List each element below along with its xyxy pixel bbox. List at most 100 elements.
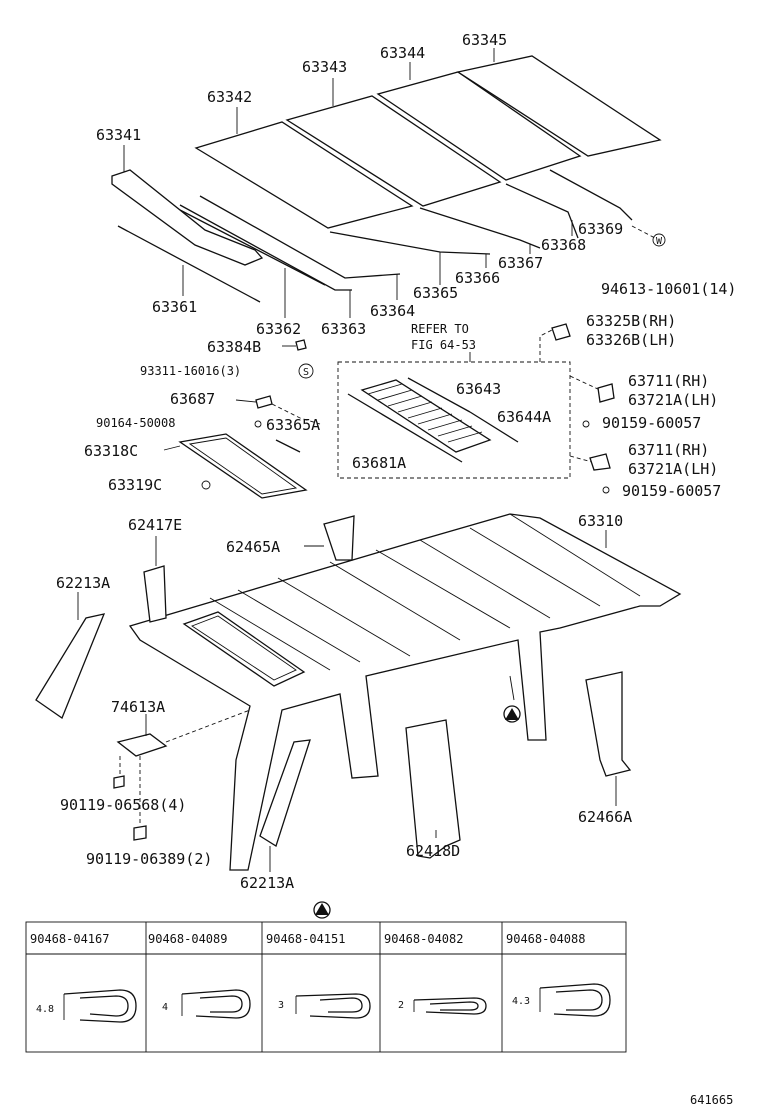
rail-63367 [419, 207, 541, 249]
pillar-62465a [323, 515, 355, 561]
bolt-90119a [113, 775, 125, 789]
pillar-62417e [143, 565, 167, 623]
label-74613a: 74613A [111, 698, 165, 716]
label-63365: 63365 [413, 284, 458, 302]
clip-table-marker [315, 903, 329, 915]
leader-63711-upper [569, 375, 601, 391]
label-62417e: 62417E [128, 516, 182, 534]
clip-part-4: 90468-04082 [384, 932, 463, 946]
clip-size-3: 3 [278, 1000, 284, 1011]
label-63345: 63345 [462, 31, 507, 49]
label-63687: 63687 [170, 390, 215, 408]
leader-63711-lower [569, 455, 593, 463]
shade-rail-lower [347, 393, 463, 463]
sunroof-shade-63681a [347, 377, 519, 463]
label-63363: 63363 [321, 320, 366, 338]
clip-size-2: 4 [162, 1002, 168, 1013]
label-63341: 63341 [96, 126, 141, 144]
label-93311: 93311-16016(3) [140, 364, 241, 378]
label-90159-upper: 90159-60057 [602, 414, 701, 432]
headliner-63310 [128, 513, 682, 871]
clip-size-5: 4.3 [512, 996, 530, 1007]
screw-90159-upper [582, 420, 590, 428]
roof-panel-group: W [111, 55, 666, 303]
leader-94613 [631, 225, 656, 239]
panel-62418d [405, 719, 461, 859]
label-63644a: 63644A [497, 408, 551, 426]
label-62213a-bottom: 62213A [240, 874, 294, 892]
rail-63368 [505, 183, 579, 239]
clip-w-marker-label: W [656, 236, 663, 247]
roof-panel-63344 [376, 71, 582, 181]
headliner-body [128, 513, 682, 871]
label-63721a-lower: 63721A(LH) [628, 460, 718, 478]
clip-marker-mid [503, 705, 521, 723]
pillar-62466a [585, 671, 632, 777]
weatherstrip-inner [188, 437, 298, 495]
screw-s-marker [298, 363, 314, 379]
weatherstrip-63318c [178, 433, 308, 499]
screw-s-marker-label: S [303, 367, 309, 378]
label-63721a-upper: 63721A(LH) [628, 391, 718, 409]
clip-part-3: 90468-04151 [266, 932, 345, 946]
leader-63318c [163, 445, 181, 451]
label-63318c: 63318C [84, 442, 138, 460]
shade-slats [367, 383, 483, 443]
label-90159-lower: 90159-60057 [622, 482, 721, 500]
label-63681a: 63681A [352, 454, 406, 472]
bolt-90119b [133, 825, 147, 841]
clip-table-marker-ring [313, 901, 331, 919]
figure-id: 641665 [690, 1093, 733, 1107]
screw-90164 [254, 420, 262, 428]
label-63711-lower: 63711(RH) [628, 441, 709, 459]
label-63369: 63369 [578, 220, 623, 238]
label-63319c: 63319C [108, 476, 162, 494]
refer-fig-label: FIG 64-53 [411, 338, 476, 352]
label-94613: 94613-10601(14) [601, 280, 736, 298]
label-90119b: 90119-06389(2) [86, 850, 212, 868]
clip-shape-5: 4.3 [512, 983, 611, 1017]
sunroof-assembly-box [337, 361, 571, 479]
label-63326b: 63326B(LH) [586, 331, 676, 349]
label-63342: 63342 [207, 88, 252, 106]
leader-63687 [235, 399, 257, 403]
trim-62213a-top [35, 613, 106, 719]
rail-63365 [199, 195, 401, 279]
label-63310: 63310 [578, 512, 623, 530]
clip-part-1: 90468-04167 [30, 932, 109, 946]
label-63364: 63364 [370, 302, 415, 320]
clip-shape-3: 3 [278, 993, 371, 1019]
trim-63341 [111, 169, 264, 266]
roof-panel-63343 [285, 95, 502, 207]
bracket-63711-upper [597, 383, 615, 403]
rail-63364 [179, 204, 352, 291]
label-63711-upper: 63711(RH) [628, 372, 709, 390]
clip-5-outline [539, 983, 611, 1017]
label-63362: 63362 [256, 320, 301, 338]
clip-4-outline [413, 997, 487, 1015]
clip-shape-1: 4.8 [36, 989, 137, 1023]
clip-3-outline [295, 993, 371, 1019]
roof-panel-63342 [194, 121, 414, 229]
label-63384b: 63384B [207, 338, 261, 356]
bracket-63711-lower [589, 453, 611, 471]
clip-63384b [295, 339, 307, 351]
rail-63366 [329, 231, 491, 255]
clip-2-outline [181, 989, 251, 1019]
clip-table-frame [25, 921, 627, 1053]
shade-rail-63644a [469, 411, 519, 443]
clip-63319c [201, 480, 211, 490]
refer-to-label: REFER TO [411, 322, 469, 336]
shade-frame [360, 379, 492, 453]
label-62213a-top: 62213A [56, 574, 110, 592]
part-63365a [275, 439, 301, 453]
label-63643: 63643 [456, 380, 501, 398]
top-leaders [123, 48, 573, 318]
leader-74613a-up [165, 709, 251, 743]
label-62466a: 62466A [578, 808, 632, 826]
rail-63369 [549, 169, 633, 221]
sunroof-opening [182, 611, 306, 687]
headliner-seams [209, 513, 641, 671]
label-63343: 63343 [302, 58, 347, 76]
bracket-63325b [551, 323, 571, 341]
